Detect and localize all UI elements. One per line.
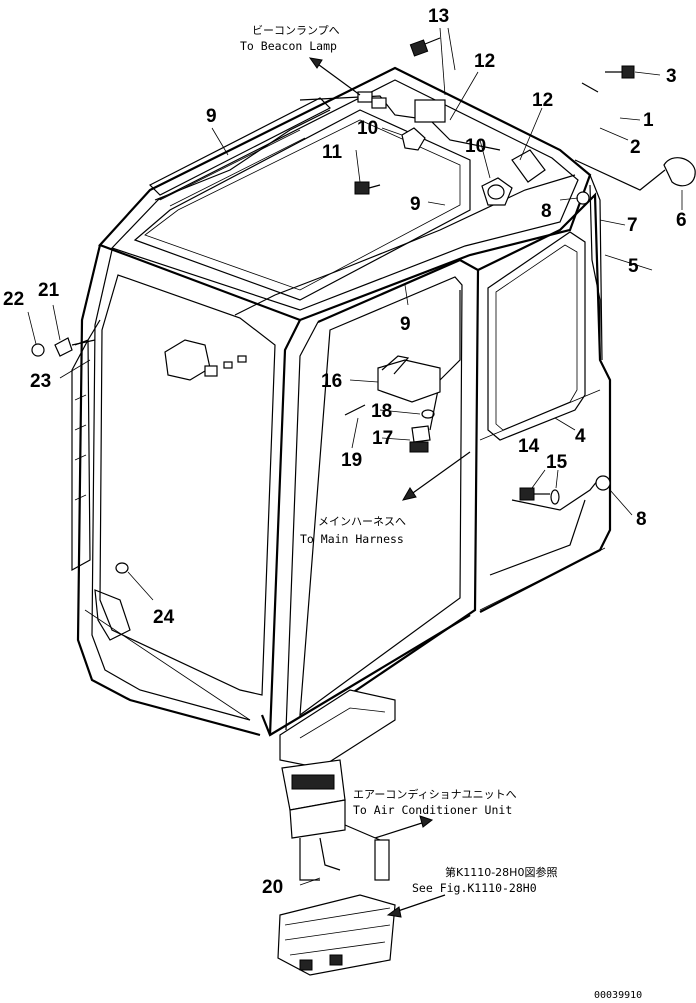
callout-10: 10: [357, 118, 378, 139]
callout-21: 21: [38, 280, 60, 301]
callout-5: 5: [628, 256, 639, 277]
caption-see-figure-jp: 第K1110-28H0図参照: [445, 865, 557, 879]
callout-15: 15: [546, 452, 568, 473]
callout-8: 8: [541, 201, 552, 222]
callout-8: 8: [636, 509, 647, 530]
caption-beacon-en: To Beacon Lamp: [240, 39, 337, 53]
cab-frame: [71, 66, 612, 737]
callout-numbers: 13 12 3 12 1 9 10 10 2 11 9 8 6 7 5 21 2…: [3, 6, 687, 898]
callout-24: 24: [153, 607, 175, 628]
callout-17: 17: [372, 428, 393, 449]
callout-12: 12: [474, 51, 495, 72]
callout-18: 18: [371, 401, 392, 422]
callout-9: 9: [400, 314, 411, 335]
callout-20: 20: [262, 877, 283, 898]
callout-9: 9: [410, 194, 421, 215]
callout-23: 23: [30, 371, 51, 392]
callout-2: 2: [630, 137, 641, 158]
callout-22: 22: [3, 289, 24, 310]
callout-4: 4: [575, 426, 586, 447]
callout-19: 19: [341, 450, 362, 471]
callout-6: 6: [676, 210, 687, 231]
callout-14: 14: [518, 436, 540, 457]
callout-13: 13: [428, 6, 449, 27]
parts: [31, 37, 696, 976]
caption-main-harness-en: To Main Harness: [300, 532, 404, 546]
caption-arrows: [308, 57, 471, 918]
callout-7: 7: [627, 215, 638, 236]
callout-16: 16: [321, 371, 342, 392]
caption-beacon-jp: ビーコンランプへ: [252, 24, 340, 37]
caption-see-figure-en: See Fig.K1110-28H0: [412, 881, 537, 895]
callout-1: 1: [643, 110, 654, 131]
caption-air-conditioner-jp: エアーコンディショナユニットへ: [353, 787, 517, 801]
callout-10: 10: [465, 136, 486, 157]
drawing-number: 00039910: [594, 990, 642, 1001]
caption-main-harness-jp: メインハーネスへ: [318, 515, 406, 528]
callout-11: 11: [322, 142, 343, 163]
callout-3: 3: [666, 66, 677, 87]
callout-12: 12: [532, 90, 553, 111]
wiring-harness: [74, 95, 601, 576]
caption-air-conditioner-en: To Air Conditioner Unit: [353, 803, 512, 817]
leader-lines: [27, 27, 683, 886]
callout-9: 9: [206, 106, 217, 127]
